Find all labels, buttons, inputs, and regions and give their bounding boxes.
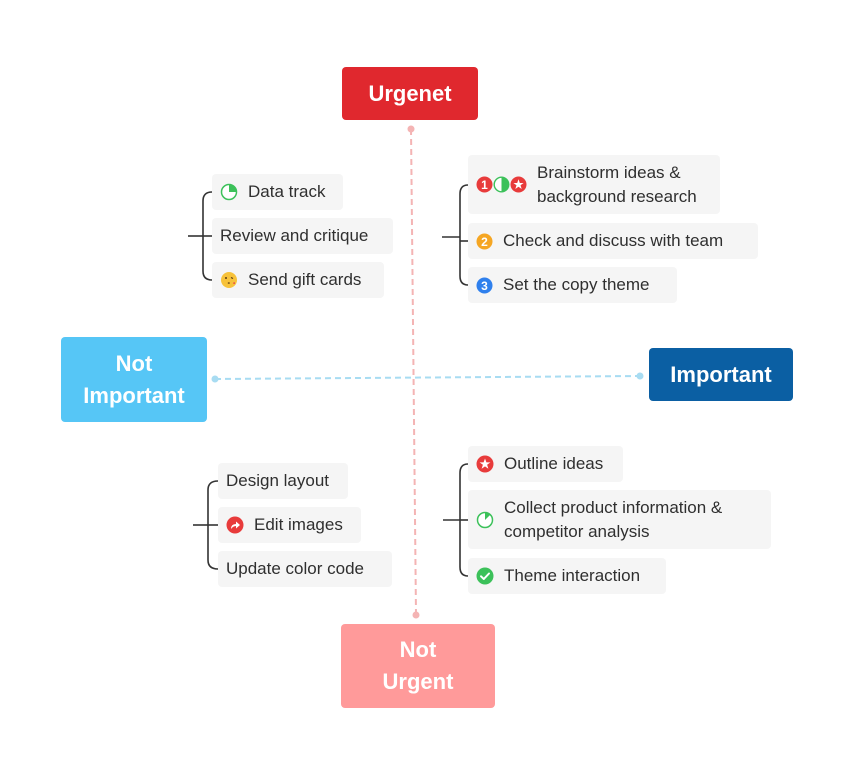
important-label: Important — [670, 361, 772, 387]
topic-label-line2: background research — [537, 186, 697, 206]
bracket-top-left — [188, 191, 213, 281]
topic-label: Edit images — [254, 515, 343, 534]
topic-label: Theme interaction — [504, 566, 641, 585]
share-arrow-icon — [226, 516, 244, 534]
topic-data-track[interactable]: Data track — [212, 174, 343, 210]
vertical-axis-start-dot — [407, 125, 415, 133]
important-node[interactable]: Important — [649, 348, 793, 401]
topic-label: Send gift cards — [248, 270, 362, 289]
svg-text:3: 3 — [481, 279, 488, 293]
topic-outline-ideas[interactable]: Outline ideas — [468, 446, 623, 482]
horizontal-axis-line — [214, 375, 641, 380]
vertical-axis-line — [410, 128, 417, 616]
topic-collect-product-information[interactable]: Collect product information & competitor… — [468, 490, 771, 549]
horizontal-axis-start-dot — [211, 375, 219, 383]
progress-eighth-icon — [476, 511, 494, 528]
topic-label-line1: Brainstorm ideas & — [537, 162, 681, 182]
not-important-label: Not Important — [83, 350, 185, 408]
topic-label: Data track — [248, 182, 326, 201]
topic-theme-interaction[interactable]: Theme interaction — [468, 558, 666, 594]
topic-label: Design layout — [226, 471, 330, 490]
bracket-top-right — [442, 184, 469, 286]
topic-label: Set the copy theme — [503, 275, 650, 294]
check-icon — [476, 567, 494, 585]
topic-edit-images[interactable]: Edit images — [218, 507, 361, 543]
star-icon — [510, 176, 527, 193]
not-important-node[interactable]: Not Important — [61, 337, 207, 422]
priority-3-icon: 3 — [476, 277, 493, 293]
not-urgent-label: Not Urgent — [382, 637, 454, 694]
topic-label: Check and discuss with team — [503, 231, 724, 250]
urgent-node[interactable]: Urgenet — [342, 67, 478, 120]
not-urgent-node[interactable]: Not Urgent — [341, 624, 495, 708]
topic-design-layout[interactable]: Design layout — [218, 463, 348, 499]
topic-label: Outline ideas — [504, 454, 604, 473]
star-icon — [476, 455, 494, 473]
progress-quarter-icon — [220, 183, 238, 201]
svg-text:2: 2 — [481, 235, 488, 249]
topic-brainstorm-ideas[interactable]: 1 Brainstorm ideas & background research — [468, 155, 720, 214]
horizontal-axis-end-dot — [636, 372, 644, 380]
topic-update-color-code[interactable]: Update color code — [218, 551, 392, 587]
topic-label: Review and critique — [220, 226, 369, 245]
topic-set-copy-theme[interactable]: 3 Set the copy theme — [468, 267, 677, 303]
priority-1-icon: 1 — [476, 176, 493, 193]
priority-2-icon: 2 — [476, 233, 493, 249]
urgent-label: Urgenet — [368, 80, 452, 106]
progress-half-icon — [493, 176, 510, 193]
vertical-axis-end-dot — [412, 611, 420, 619]
topic-label-line2: competitor analysis — [504, 521, 650, 541]
topic-label: Update color code — [226, 559, 364, 578]
bracket-bottom-left — [193, 480, 219, 570]
bracket-bottom-right — [443, 463, 469, 577]
topic-review-and-critique[interactable]: Review and critique — [212, 218, 393, 254]
kissing-face-emoji-icon — [221, 272, 237, 288]
svg-text:1: 1 — [481, 178, 488, 192]
topic-check-and-discuss[interactable]: 2 Check and discuss with team — [468, 223, 758, 259]
topic-send-gift-cards[interactable]: Send gift cards — [212, 262, 384, 298]
topic-label-line1: Collect product information & — [504, 497, 723, 517]
